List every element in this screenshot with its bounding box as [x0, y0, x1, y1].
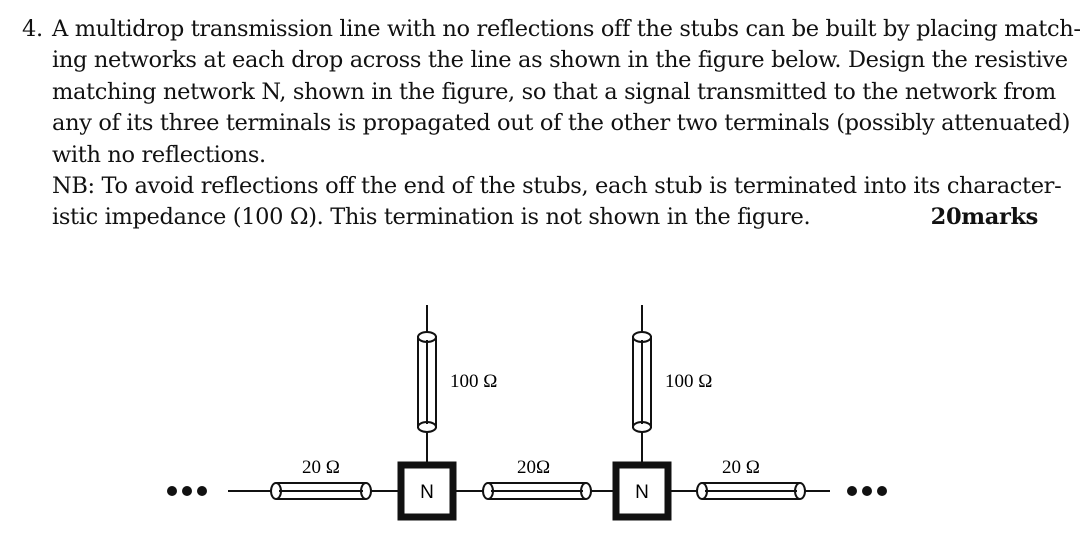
segment-label-2: 20Ω	[517, 457, 550, 478]
continuation-dots-left	[167, 486, 207, 496]
network-box-1	[397, 461, 457, 521]
question-number: 4.	[22, 16, 43, 42]
question-line-3: matching network N, shown in the figure,…	[52, 78, 1056, 105]
note-line-1: NB: To avoid reflections off the end of …	[52, 172, 1062, 199]
coax-segment-2	[482, 482, 592, 500]
coax-segment-3	[696, 482, 806, 500]
note-line-2: istic impedance (100 Ω). This terminatio…	[22, 202, 1042, 233]
stub-label-1: 100 Ω	[450, 371, 497, 392]
question-line-2: ing networks at each drop across the lin…	[52, 47, 1068, 74]
stub-1	[417, 331, 437, 433]
question-line-1: 4.A multidrop transmission line with no …	[22, 14, 1081, 45]
continuation-dots-right	[847, 486, 887, 496]
coax-segment-1	[270, 482, 372, 500]
question-line-4: any of its three terminals is propagated…	[52, 110, 1071, 137]
stub-2	[632, 331, 652, 433]
network-label-2: N	[635, 482, 649, 503]
stub-label-2: 100 Ω	[665, 371, 712, 392]
segment-label-1: 20 Ω	[302, 457, 340, 478]
question-block: 4.A multidrop transmission line with no …	[22, 14, 1081, 234]
segment-label-3: 20 Ω	[722, 457, 760, 478]
marks-label: 20marks	[930, 204, 1039, 231]
network-box-2	[612, 461, 672, 521]
question-line-5: with no reflections.	[52, 141, 266, 168]
network-label-1: N	[420, 482, 434, 503]
